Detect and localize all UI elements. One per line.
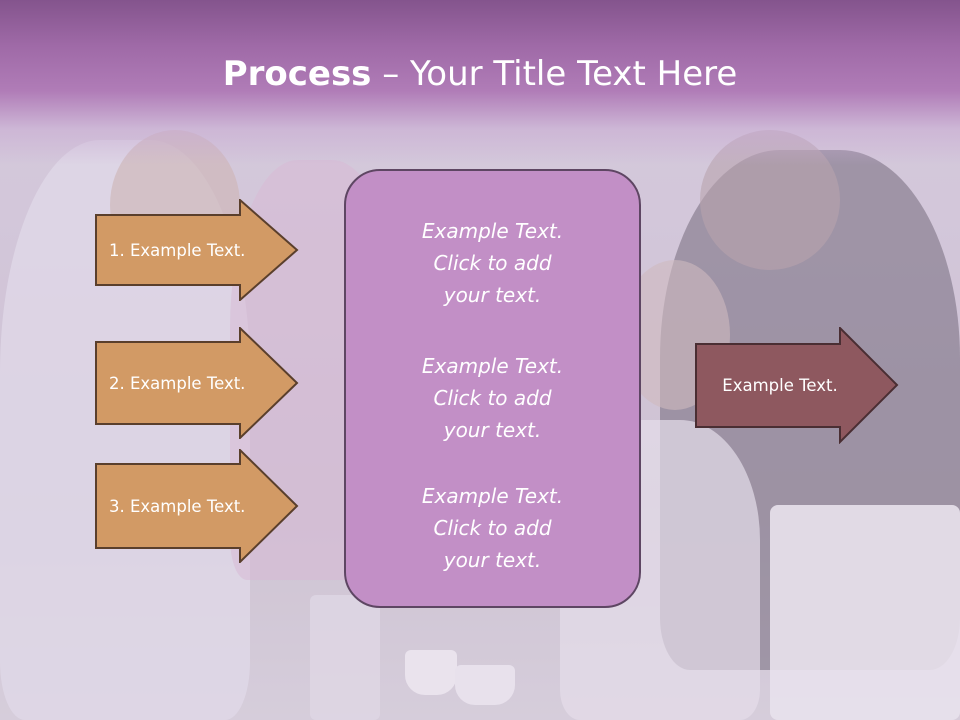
- step-label-3: 3. Example Text.: [109, 496, 246, 516]
- step-label-2: 2. Example Text.: [109, 373, 246, 393]
- block-line: your text.: [443, 418, 542, 442]
- block-line: Click to add: [433, 386, 552, 410]
- block-line: Example Text.: [421, 219, 564, 243]
- title-bold: Process: [222, 54, 372, 94]
- slide-title[interactable]: Process – Your Title Text Here: [0, 52, 960, 96]
- title-band: [0, 0, 960, 165]
- arrow-shape: [95, 327, 299, 439]
- text-block-3[interactable]: Example Text. Click to add your text.: [346, 480, 639, 576]
- arrow-shape: [695, 327, 899, 444]
- block-line: your text.: [443, 548, 542, 572]
- step-arrow-1[interactable]: 1. Example Text.: [95, 199, 300, 301]
- block-line: Example Text.: [421, 484, 564, 508]
- step-arrow-3[interactable]: 3. Example Text.: [95, 449, 300, 563]
- block-line: Example Text.: [421, 354, 564, 378]
- text-block-2[interactable]: Example Text. Click to add your text.: [346, 350, 639, 446]
- arrow-shape: [95, 199, 299, 301]
- step-arrow-2[interactable]: 2. Example Text.: [95, 327, 300, 439]
- center-text-panel[interactable]: Example Text. Click to add your text. Ex…: [344, 169, 641, 608]
- step-label-1: 1. Example Text.: [109, 240, 246, 260]
- block-line: Click to add: [433, 251, 552, 275]
- laptop-image: [770, 505, 960, 720]
- block-line: your text.: [443, 283, 542, 307]
- block-line: Click to add: [433, 516, 552, 540]
- text-block-1[interactable]: Example Text. Click to add your text.: [346, 215, 639, 311]
- result-arrow[interactable]: Example Text.: [695, 327, 900, 444]
- result-label: Example Text.: [722, 376, 838, 395]
- arrow-shape: [95, 449, 299, 563]
- title-rest: – Your Title Text Here: [371, 54, 738, 94]
